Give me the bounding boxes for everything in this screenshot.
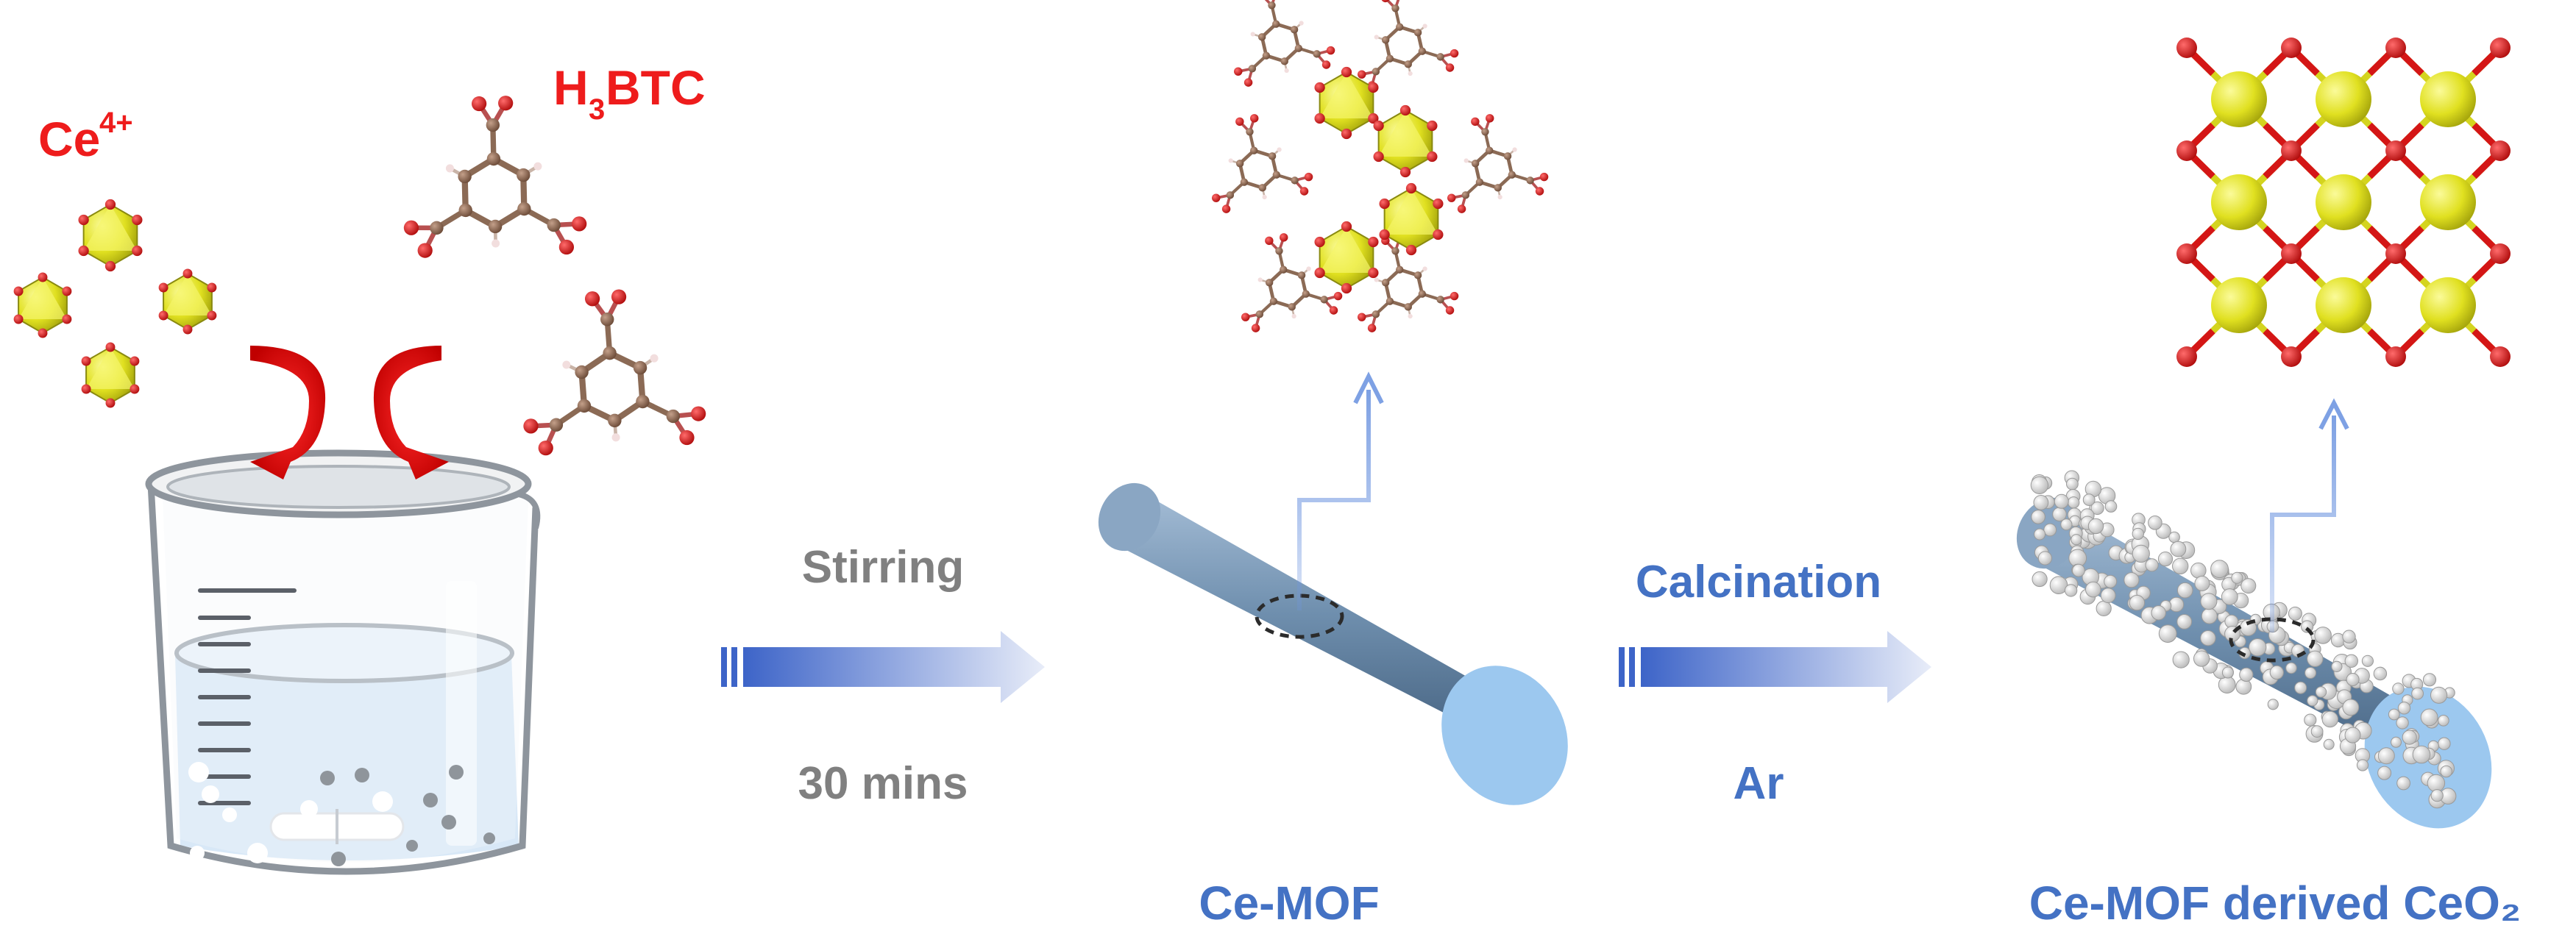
curved-arrow-icon [250, 346, 449, 479]
cerium-polyhedra [13, 199, 217, 408]
ceo2-nanoparticles [2030, 470, 2457, 809]
up-arrow-icon [1297, 371, 1384, 610]
step1-condition-top: Stirring [802, 542, 964, 593]
ce-ion-label: Ce 4+ [38, 107, 133, 166]
btc-molecules [403, 96, 706, 456]
right-arrow-icon [1619, 631, 1931, 703]
svg-text:3: 3 [589, 93, 605, 126]
svg-text:4+: 4+ [99, 107, 133, 139]
right-arrow-icon [721, 631, 1045, 703]
svg-text:Ce: Ce [38, 112, 100, 166]
linker-label: H 3 BTC [553, 60, 706, 126]
step2-condition-bottom: Ar [1734, 758, 1784, 809]
ce-mof-rod [1098, 482, 1568, 805]
product2-label: Ce-MOF derived CeO₂ [2029, 877, 2522, 930]
step2-condition-top: Calcination [1636, 557, 1881, 607]
beaker-icon [145, 449, 541, 875]
svg-text:H: H [553, 60, 589, 115]
step1-condition-bottom: 30 mins [798, 758, 968, 809]
ceo2-crystal-lattice [2176, 38, 2511, 367]
ce-mof-framework [1212, 0, 1549, 332]
svg-text:BTC: BTC [606, 60, 706, 115]
product1-label: Ce-MOF [1199, 877, 1379, 930]
up-arrow-icon [2270, 398, 2349, 632]
ceo2-decorated-rod [2016, 470, 2492, 829]
